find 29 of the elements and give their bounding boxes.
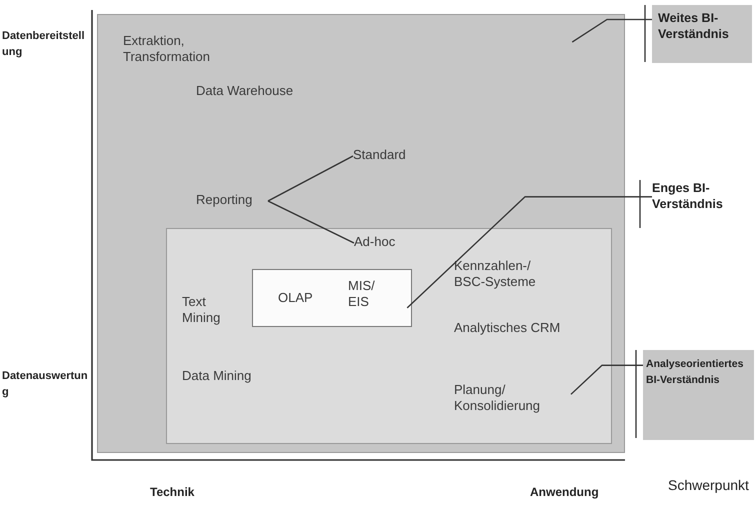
axis-label: Technik (150, 484, 196, 500)
axis-title: Schwerpunkt (668, 476, 750, 495)
term-label: Ad-hoc (354, 234, 414, 252)
row-label: Datenauswertung (2, 369, 88, 400)
leader-line (570, 364, 643, 395)
row-label: Datenbereitstellung (2, 29, 86, 60)
term-label: Extraktion, Transformation (123, 33, 211, 65)
term-label: Kennzahlen-/ BSC-Systeme (454, 258, 537, 290)
core-box (252, 269, 412, 327)
term-label: OLAP (278, 290, 314, 306)
inner-area (166, 228, 612, 444)
term-label: Text Mining (182, 294, 222, 326)
connector-line (268, 155, 354, 202)
term-label: Reporting (196, 192, 268, 210)
callout-label (652, 5, 752, 63)
axis-label: Anwendung (530, 484, 600, 500)
term-label: Data Warehouse (196, 83, 294, 99)
leader-line (572, 18, 652, 43)
callout-text: Analyseorientiertes BI-Verständnis (646, 357, 744, 388)
term-label: MIS/ EIS (348, 278, 376, 310)
term-label: Data Mining (182, 368, 252, 384)
leader-line (406, 196, 652, 308)
connector-line (268, 200, 354, 244)
callout-text: Weites BI-Verständnis (658, 10, 730, 42)
callout-label: Enges BI-Verständnis (652, 180, 752, 222)
term-label: Standard (353, 147, 423, 165)
callout-label (643, 350, 754, 440)
term-label: Analytisches CRM (454, 320, 562, 336)
term-label: Planung/ Konsolidierung (454, 382, 542, 414)
